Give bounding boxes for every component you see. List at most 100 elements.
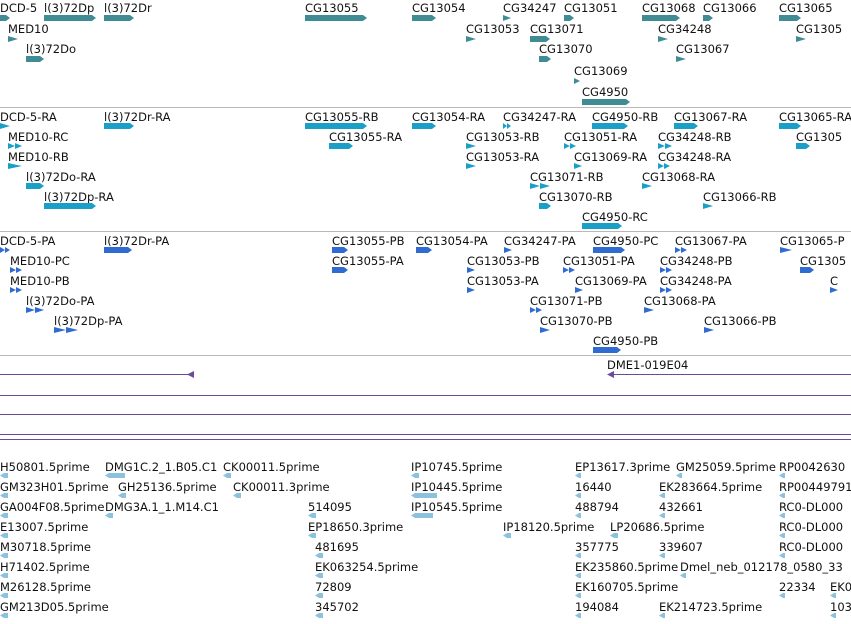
est-feature[interactable]: E13007.5prime bbox=[0, 521, 88, 538]
gene-feature[interactable]: CG4950 bbox=[582, 86, 628, 99]
transcript-feature[interactable]: CG13067-RA bbox=[674, 111, 747, 124]
est-feature[interactable]: IP18120.5prime bbox=[503, 521, 594, 538]
est-feature[interactable]: 357775 bbox=[575, 541, 619, 558]
protein-feature[interactable]: CG1305 bbox=[800, 255, 846, 268]
protein-feature[interactable]: CG13055-PA bbox=[332, 255, 404, 268]
est-feature[interactable]: 488794 bbox=[575, 501, 619, 518]
transcript-feature[interactable]: CG13066-RB bbox=[703, 191, 777, 209]
gene-feature[interactable]: CG1305 bbox=[796, 23, 842, 42]
est-feature[interactable]: RP0042630 bbox=[779, 461, 845, 478]
protein-feature[interactable]: CG13053-PA bbox=[467, 275, 539, 293]
transcript-feature[interactable]: l(3)72Dr-RA bbox=[104, 111, 171, 124]
est-feature[interactable]: GM323H01.5prime bbox=[0, 481, 109, 498]
est-feature[interactable]: GM25059.5prime bbox=[676, 461, 776, 478]
gene-feature[interactable]: CG13068 bbox=[642, 2, 696, 15]
est-feature[interactable]: RC0-DL000 bbox=[779, 541, 843, 558]
transcript-feature[interactable]: DCD-5-RA bbox=[0, 111, 57, 129]
est-feature[interactable]: RC0-DL000 bbox=[779, 501, 843, 518]
est-feature[interactable]: GH25136.5prime bbox=[118, 481, 217, 498]
transcript-feature[interactable]: CG4950-RB bbox=[592, 111, 658, 124]
protein-feature[interactable]: CG34248-PA bbox=[660, 275, 732, 293]
est-feature[interactable]: GM213D05.5prime bbox=[0, 601, 109, 618]
protein-feature[interactable]: CG13068-PA bbox=[644, 295, 716, 313]
protein-feature[interactable]: l(3)72Dr-PA bbox=[104, 235, 169, 248]
protein-feature[interactable]: CG13067-PA bbox=[675, 235, 747, 253]
est-feature[interactable]: GA004F08.5prime bbox=[0, 501, 104, 518]
est-feature[interactable]: EP18650.3prime bbox=[308, 521, 403, 538]
gene-feature[interactable]: DCD-5 bbox=[0, 2, 37, 15]
gene-feature[interactable]: CG34248 bbox=[658, 23, 712, 42]
protein-feature[interactable]: DCD-5-PA bbox=[0, 235, 55, 253]
protein-feature[interactable]: MED10-PC bbox=[10, 255, 70, 273]
protein-feature[interactable]: l(3)72Do-PA bbox=[26, 295, 94, 313]
est-feature[interactable]: EK160705.5prime bbox=[575, 581, 678, 598]
est-feature[interactable]: M30718.5prime bbox=[0, 541, 91, 558]
protein-feature[interactable]: CG13054-PA bbox=[416, 235, 488, 248]
gene-feature[interactable]: CG13055 bbox=[305, 2, 359, 15]
est-feature[interactable]: EK214723.5prime bbox=[659, 601, 762, 618]
transcript-feature[interactable]: MED10-RC bbox=[8, 131, 68, 149]
est-feature[interactable]: 16440 bbox=[575, 481, 612, 498]
transcript-feature[interactable]: CG13055-RB bbox=[305, 111, 379, 124]
gene-feature[interactable]: CG13071 bbox=[530, 23, 584, 36]
protein-feature[interactable]: CG4950-PC bbox=[593, 235, 658, 248]
est-feature[interactable]: DMG1C.2_1.B05.C1 bbox=[105, 461, 217, 478]
transcript-feature[interactable]: CG13069-RA bbox=[574, 151, 647, 169]
protein-feature[interactable]: CG13051-PA bbox=[563, 255, 635, 273]
protein-feature[interactable]: CG34247-PA bbox=[504, 235, 576, 253]
protein-feature[interactable]: CG13069-PA bbox=[575, 275, 647, 293]
est-feature[interactable]: DMG3A.1_1.M14.C1 bbox=[105, 501, 219, 518]
gene-feature[interactable]: CG13054 bbox=[412, 2, 466, 15]
est-feature[interactable]: IP10745.5prime bbox=[411, 461, 502, 478]
gene-feature[interactable]: CG13070 bbox=[539, 43, 593, 56]
protein-feature[interactable]: CG13070-PB bbox=[540, 315, 613, 333]
est-feature[interactable]: 72809 bbox=[315, 581, 352, 598]
est-feature[interactable]: RC0-DL000 bbox=[779, 521, 843, 538]
est-feature[interactable]: 103 bbox=[830, 601, 851, 618]
protein-feature[interactable]: CG13066-PB bbox=[704, 315, 777, 333]
est-feature[interactable]: EK0 bbox=[830, 581, 851, 598]
protein-feature[interactable]: CG13071-PB bbox=[530, 295, 603, 313]
est-feature[interactable]: EP13617.3prime bbox=[575, 461, 670, 478]
est-feature[interactable]: 194084 bbox=[575, 601, 619, 618]
est-feature[interactable]: RP00449791 bbox=[779, 481, 851, 498]
gene-feature[interactable]: l(3)72Do bbox=[26, 43, 76, 56]
gene-feature[interactable]: MED10 bbox=[8, 23, 49, 42]
transcript-feature[interactable]: l(3)72Do-RA bbox=[26, 171, 96, 184]
gene-feature[interactable]: CG13066 bbox=[703, 2, 757, 15]
est-feature[interactable]: 432661 bbox=[659, 501, 703, 518]
transcript-feature[interactable]: CG34248-RB bbox=[658, 131, 732, 149]
protein-feature[interactable]: CG4950-PB bbox=[593, 335, 658, 348]
gene-feature[interactable]: l(3)72Dr bbox=[104, 2, 152, 15]
transcript-feature[interactable]: l(3)72Dp-RA bbox=[44, 191, 114, 204]
est-feature[interactable]: EK283664.5prime bbox=[659, 481, 762, 498]
transcript-feature[interactable]: CG13051-RA bbox=[564, 131, 637, 149]
protein-feature[interactable]: CG13053-PB bbox=[467, 255, 540, 273]
est-feature[interactable]: M26128.5prime bbox=[0, 581, 91, 598]
est-feature[interactable]: H50801.5prime bbox=[0, 461, 90, 478]
gene-feature[interactable]: CG13069 bbox=[574, 65, 628, 84]
est-feature[interactable]: EK063254.5prime bbox=[315, 561, 418, 578]
est-feature[interactable]: EK235860.5prime bbox=[575, 561, 678, 578]
transcript-feature[interactable]: CG13053-RA bbox=[466, 151, 539, 169]
est-feature[interactable]: LP20686.5prime bbox=[610, 521, 704, 538]
protein-feature[interactable]: MED10-PB bbox=[10, 275, 70, 293]
est-feature[interactable]: 481695 bbox=[315, 541, 359, 558]
est-feature[interactable]: 345702 bbox=[315, 601, 359, 618]
transcript-feature[interactable]: MED10-RB bbox=[8, 151, 69, 169]
est-feature[interactable]: 514095 bbox=[308, 501, 352, 518]
gene-feature[interactable]: CG13053 bbox=[466, 23, 520, 42]
est-feature[interactable]: CK00011.5prime bbox=[223, 461, 320, 478]
protein-feature[interactable]: C bbox=[830, 275, 838, 293]
transcript-feature[interactable]: CG34247-RA bbox=[503, 111, 576, 129]
protein-feature[interactable]: CG13065-P bbox=[780, 235, 845, 253]
est-feature[interactable]: CK00011.3prime bbox=[233, 481, 330, 498]
est-feature[interactable]: 22334 bbox=[779, 581, 816, 598]
protein-feature[interactable]: CG13055-PB bbox=[332, 235, 405, 248]
est-feature[interactable]: IP10445.5prime bbox=[411, 481, 502, 498]
transcript-feature[interactable]: CG13053-RB bbox=[466, 131, 540, 149]
est-feature[interactable]: 339607 bbox=[659, 541, 703, 558]
transcript-feature[interactable]: CG13065-RA bbox=[779, 111, 851, 124]
gene-feature[interactable]: CG13067 bbox=[676, 43, 730, 62]
transcript-feature[interactable]: CG13070-RB bbox=[539, 191, 613, 204]
